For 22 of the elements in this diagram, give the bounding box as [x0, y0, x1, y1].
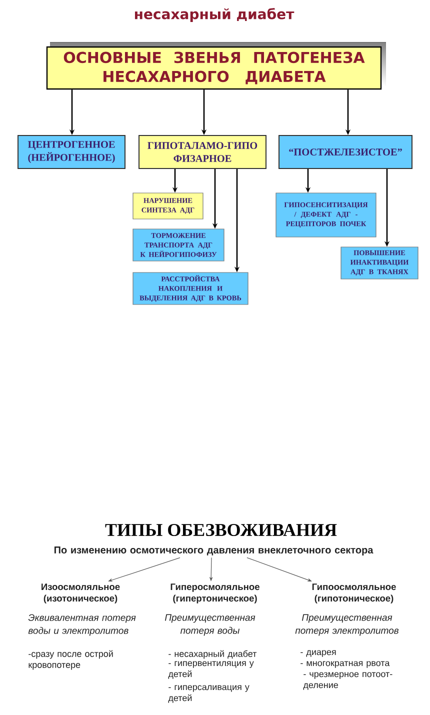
list-item: - диарея	[300, 650, 336, 657]
heading: ТИПЫ ОБЕЗВОЖИВАНИЯ	[105, 524, 337, 536]
description-text: Преимущественная потеря электролитов	[295, 614, 399, 636]
list-item: - гиперсаливация у детей	[168, 685, 250, 703]
column-heading: Изоосмоляльное (изотоническое)	[42, 584, 120, 604]
description-text: Эквивалентная потеря воды и электролитов	[28, 614, 136, 636]
category-box: “ПОСТЖЕЛЕЗИСТОЕ”	[278, 135, 412, 169]
column-heading: Гипоосмоляльное (гипотоническое)	[312, 584, 396, 604]
description-text: Преимущественная потеря воды	[164, 614, 256, 636]
heading-box: ОСНОВНЫЕ ЗВЕНЬЯ ПАТОГЕНЕЗА НЕСАХАРНОГО ДИАБЕТА	[46, 42, 386, 90]
list-item: - чрезмерное потоот-деление	[303, 672, 392, 690]
column-heading: Гиперосмоляльное (гипертоническое)	[170, 584, 260, 604]
list-item: -сразу после острой кровопотере	[28, 650, 113, 670]
category-box: ГИПОТАЛАМО-ГИПО ФИЗАРНОЕ	[138, 135, 266, 169]
category-box: ЦЕНТРОГЕННОЕ (НЕЙРОГЕННОЕ)	[18, 135, 126, 169]
list-item: - многократная рвота	[300, 661, 390, 668]
list-item: - несахарный диабет	[168, 650, 257, 659]
title: несахарный диабет	[134, 8, 294, 22]
subtitle: По изменению осмотического давления внеклеточного сектора	[54, 546, 374, 556]
arrow	[108, 557, 180, 582]
list-item: - гипервентиляция у детей	[168, 661, 254, 679]
arrow	[246, 557, 312, 582]
